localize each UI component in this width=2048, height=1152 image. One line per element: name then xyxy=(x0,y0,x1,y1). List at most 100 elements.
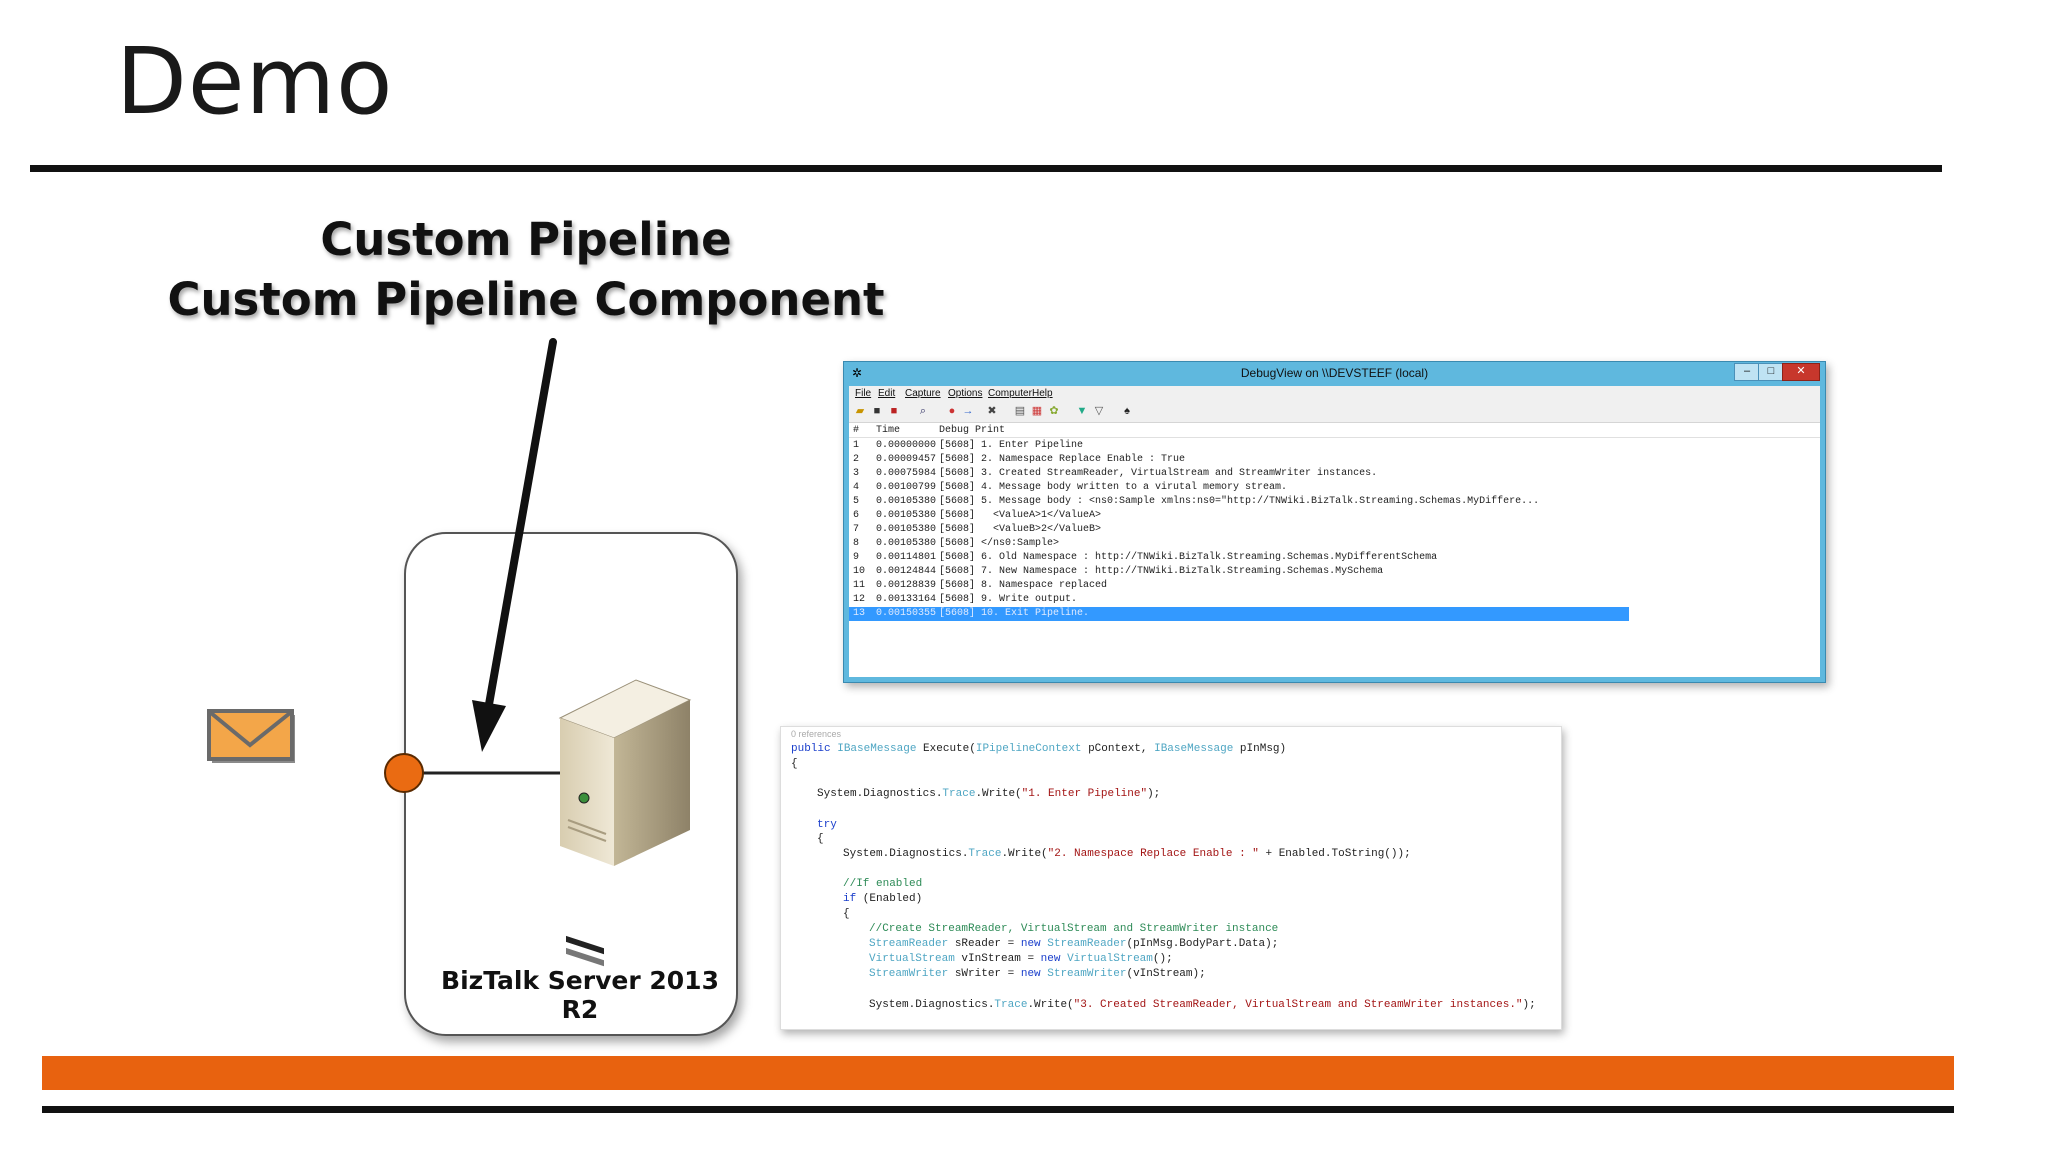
code-line: { xyxy=(817,833,824,845)
menu-file[interactable]: File xyxy=(855,388,872,399)
cell-num: 13 xyxy=(853,608,866,619)
column-header-debug-print[interactable]: Debug Print xyxy=(939,425,1006,436)
table-row[interactable]: 3 0.00075984[5608] 3. Created StreamReade… xyxy=(849,467,1629,481)
code-line: public IBaseMessage Execute(IPipelineCon… xyxy=(791,743,1287,755)
cell-msg: [5608] </ns0:Sample> xyxy=(939,538,1060,549)
cell-num: 6 xyxy=(853,510,860,521)
code-line: try xyxy=(817,819,837,831)
save-all-icon[interactable]: ■ xyxy=(890,405,898,417)
callout-custom-pipeline: Custom Pipeline xyxy=(320,213,732,266)
code-line: //Create StreamReader, VirtualStream and… xyxy=(869,923,1279,935)
table-row[interactable]: 4 0.00100799[5608] 4. Message body writte… xyxy=(849,481,1629,495)
column-header-time[interactable]: Time xyxy=(876,425,901,436)
open-icon[interactable]: ▰ xyxy=(855,405,865,417)
cell-msg: [5608] 8. Namespace replaced xyxy=(939,580,1108,591)
footer-rule xyxy=(42,1106,1954,1113)
cell-time: 0.00000000 xyxy=(876,440,937,451)
capture-icon[interactable]: ● xyxy=(948,405,956,417)
table-row[interactable]: 7 0.00105380[5608] <ValueB>2</ValueB> xyxy=(849,523,1629,537)
cell-msg: [5608] 1. Enter Pipeline xyxy=(939,440,1084,451)
menu-options[interactable]: Options xyxy=(948,388,983,399)
slide-title: Demo xyxy=(116,28,394,135)
cell-num: 1 xyxy=(853,440,860,451)
cell-num: 8 xyxy=(853,538,860,549)
cell-num: 10 xyxy=(853,566,866,577)
title-divider xyxy=(30,165,1942,172)
cell-time: 0.00105380 xyxy=(876,524,937,535)
window-titlebar[interactable]: ✲ DebugView on \\DEVSTEEF (local) – □ ✕ xyxy=(844,362,1825,386)
footer-accent-bar xyxy=(42,1056,1954,1090)
maximize-button[interactable]: □ xyxy=(1758,363,1784,381)
debugview-window: ✲ DebugView on \\DEVSTEEF (local) – □ ✕ … xyxy=(843,361,1826,683)
cell-time: 0.00075984 xyxy=(876,468,937,479)
cell-time: 0.00105380 xyxy=(876,538,937,549)
cell-msg: [5608] <ValueA>1</ValueA> xyxy=(939,510,1102,521)
cell-num: 7 xyxy=(853,524,860,535)
menu-bar: File Edit Capture Options Computer Help xyxy=(849,386,1820,402)
code-line: System.Diagnostics.Trace.Write("3. Creat… xyxy=(869,999,1536,1011)
cell-time: 0.00133164 xyxy=(876,594,937,605)
cell-msg: [5608] 6. Old Namespace : http://TNWiki.… xyxy=(939,552,1438,563)
table-row[interactable]: 11 0.00128839[5608] 8. Namespace replaced xyxy=(849,579,1629,593)
autoscroll-icon[interactable]: → xyxy=(962,405,974,417)
cell-time: 0.00009457 xyxy=(876,454,937,465)
code-line: System.Diagnostics.Trace.Write("2. Names… xyxy=(843,848,1411,860)
biztalk-server-box xyxy=(404,532,738,1036)
cell-time: 0.00105380 xyxy=(876,510,937,521)
code-line: StreamWriter sWriter = new StreamWriter(… xyxy=(869,968,1206,980)
list-header: # Time Debug Print xyxy=(849,423,1820,438)
cell-msg: [5608] 4. Message body written to a viru… xyxy=(939,482,1288,493)
table-row[interactable]: 1 0.00000000[5608] 1. Enter Pipeline xyxy=(849,439,1629,453)
menu-help[interactable]: Help xyxy=(1032,388,1053,399)
menu-computer[interactable]: Computer xyxy=(988,388,1032,399)
cell-num: 9 xyxy=(853,552,860,563)
cell-time: 0.00128839 xyxy=(876,580,937,591)
history-icon[interactable]: ✿ xyxy=(1049,405,1059,417)
debug-output-list[interactable]: # Time Debug Print 1 0.00000000[5608] 1. … xyxy=(849,423,1820,677)
menu-edit[interactable]: Edit xyxy=(878,388,896,399)
table-row[interactable]: 10 0.00124844[5608] 7. New Namespace : ht… xyxy=(849,565,1629,579)
envelope-icon xyxy=(207,709,295,763)
filter-icon[interactable]: ▤ xyxy=(1014,405,1026,417)
find-icon[interactable]: ⌕ xyxy=(919,405,927,417)
references-label: 0 references xyxy=(791,729,842,739)
code-line: if (Enabled) xyxy=(843,893,923,905)
callout-custom-pipeline-component: Custom Pipeline Component xyxy=(167,273,885,326)
column-header-num[interactable]: # xyxy=(853,425,860,436)
cell-time: 0.00105380 xyxy=(876,496,937,507)
cell-time: 0.00100799 xyxy=(876,482,937,493)
highlight-icon[interactable]: ▦ xyxy=(1031,405,1043,417)
code-line: StreamReader sReader = new StreamReader(… xyxy=(869,938,1279,950)
window-title: DebugView on \\DEVSTEEF (local) xyxy=(1240,366,1429,380)
disconnect-icon[interactable]: ▽ xyxy=(1094,405,1104,417)
code-line: { xyxy=(843,908,850,920)
save-icon[interactable]: ■ xyxy=(873,405,881,417)
code-line: System.Diagnostics.Trace.Write("1. Enter… xyxy=(817,788,1161,800)
cell-num: 11 xyxy=(853,580,866,591)
clear-icon[interactable]: ✖ xyxy=(987,405,997,417)
table-row[interactable]: 8 0.00105380[5608] </ns0:Sample> xyxy=(849,537,1629,551)
toolbar: ▰ ■ ■ ⌕ ● → ✖ ▤ ▦ ✿ ▼ ▽ ♠ xyxy=(849,402,1820,423)
cell-time: 0.00124844 xyxy=(876,566,937,577)
binoculars-icon[interactable]: ♠ xyxy=(1124,405,1130,417)
connect-icon[interactable]: ▼ xyxy=(1076,405,1088,417)
cell-num: 4 xyxy=(853,482,860,493)
minimize-button[interactable]: – xyxy=(1734,363,1760,381)
cell-msg: [5608] 3. Created StreamReader, VirtualS… xyxy=(939,468,1378,479)
cell-num: 3 xyxy=(853,468,860,479)
cell-msg: [5608] 2. Namespace Replace Enable : Tru… xyxy=(939,454,1186,465)
cell-msg: [5608] <ValueB>2</ValueB> xyxy=(939,524,1102,535)
cell-msg: [5608] 5. Message body : <ns0:Sample xml… xyxy=(939,496,1540,507)
close-button[interactable]: ✕ xyxy=(1782,363,1820,381)
menu-capture[interactable]: Capture xyxy=(905,388,941,399)
debugview-app-icon: ✲ xyxy=(852,366,863,380)
cell-msg: [5608] 7. New Namespace : http://TNWiki.… xyxy=(939,566,1384,577)
table-row[interactable]: 6 0.00105380[5608] <ValueA>1</ValueA> xyxy=(849,509,1629,523)
code-line: //If enabled xyxy=(843,878,923,890)
biztalk-server-label: BizTalk Server 2013 R2 xyxy=(441,966,719,1024)
